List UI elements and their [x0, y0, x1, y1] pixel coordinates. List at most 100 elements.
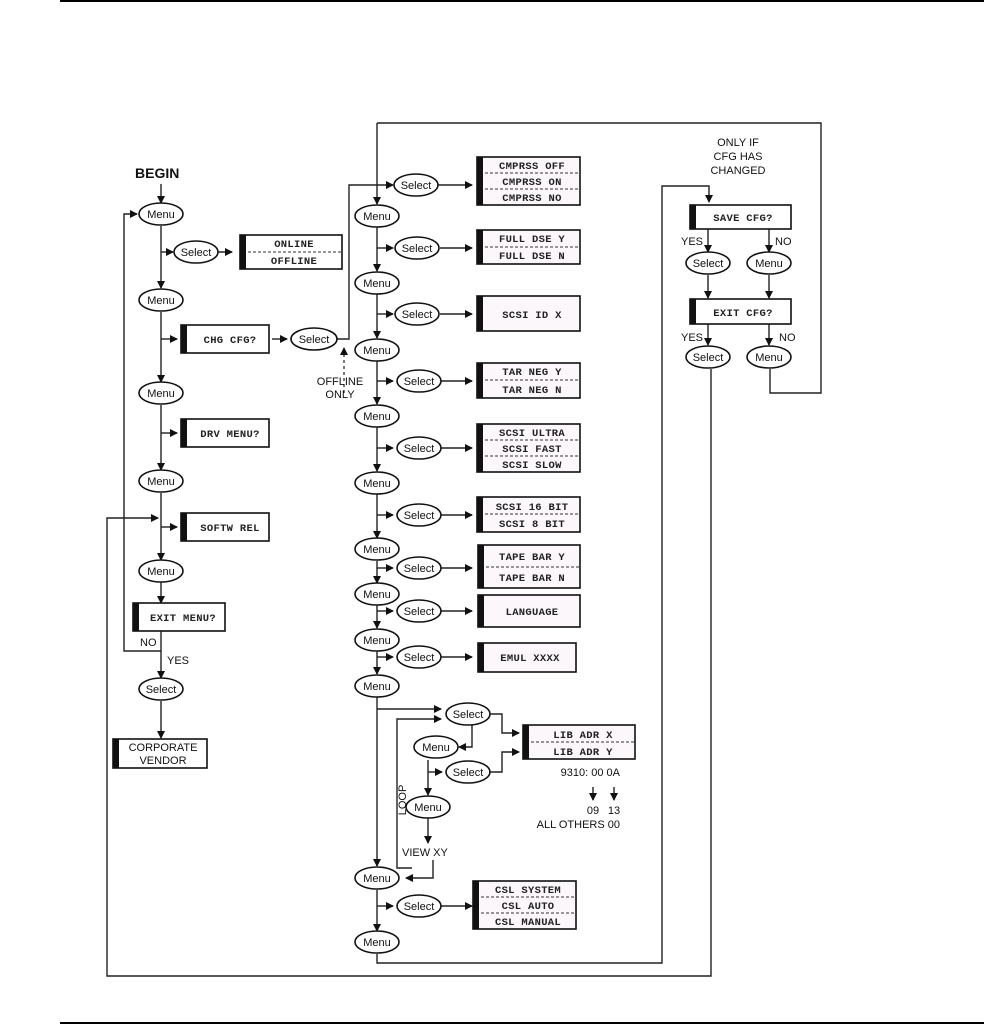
scsi-id-label: SCSI ID X — [502, 310, 562, 322]
left-menu-node-2[interactable]: Menu — [138, 288, 184, 312]
corporate-vendor-display: CORPORATE VENDOR — [112, 738, 208, 769]
left-menu-node-3[interactable]: Menu — [138, 381, 184, 405]
select-node-label: Select — [401, 180, 432, 192]
select-node-label: Select — [146, 684, 177, 696]
select-node-label: Select — [404, 606, 435, 618]
scsi-id-display: SCSI ID X — [476, 295, 581, 332]
option-scsi-slow: SCSI SLOW — [502, 460, 562, 472]
select-node-label: Select — [453, 767, 484, 779]
online-select-node[interactable]: Select — [173, 240, 219, 264]
menu-node-label: Menu — [363, 411, 391, 423]
save-yes-label: YES — [681, 236, 703, 248]
lib-note-line3: ALL OTHERS 00 — [537, 819, 620, 831]
emul-label: EMUL XXXX — [500, 653, 560, 665]
language-label: LANGUAGE — [506, 607, 559, 619]
option-csl-system: CSL SYSTEM — [495, 885, 561, 897]
vendor-label: VENDOR — [139, 755, 186, 767]
lib-menu-node-2[interactable]: Menu — [405, 795, 451, 819]
menu-node-label: Menu — [422, 742, 450, 754]
exit-menu-display: EXIT MENU? — [132, 602, 226, 632]
option-tar-neg-y: TAR NEG Y — [502, 367, 562, 379]
tar-neg-display: TAR NEG Y TAR NEG N — [476, 362, 581, 399]
emul-display: EMUL XXXX — [477, 642, 577, 673]
condition-line2: CFG HAS — [714, 151, 763, 163]
config-menu-node-9[interactable]: Menu — [354, 674, 400, 698]
compress-select-node[interactable]: Select — [393, 173, 439, 197]
config-menu-node-6[interactable]: Menu — [354, 537, 400, 561]
emul-select-node[interactable]: Select — [396, 645, 442, 669]
online-offline-display: ONLINE OFFLINE — [239, 234, 343, 270]
lib-menu-node-1[interactable]: Menu — [413, 735, 459, 759]
left-menu-node-5[interactable]: Menu — [138, 559, 184, 583]
drv-menu-label: DRV MENU? — [200, 429, 259, 441]
config-menu-node-8[interactable]: Menu — [354, 628, 400, 652]
csl-display: CSL SYSTEM CSL AUTO CSL MANUAL — [472, 880, 577, 930]
option-compress-off: CMPRSS OFF — [499, 161, 565, 173]
select-node-label: Select — [181, 247, 212, 259]
full-dse-select-node[interactable]: Select — [394, 236, 440, 260]
compress-display: CMPRSS OFF CMPRSS ON CMPRSS NO — [476, 156, 581, 206]
lib-adr-x-select-node[interactable]: Select — [445, 702, 491, 726]
select-node-label: Select — [693, 352, 724, 364]
exit-cfg-select-node[interactable]: Select — [685, 345, 731, 369]
scsi-width-select-node[interactable]: Select — [396, 503, 442, 527]
option-online: ONLINE — [274, 239, 314, 251]
config-menu-node-1[interactable]: Menu — [354, 204, 400, 228]
option-scsi-fast: SCSI FAST — [502, 444, 561, 456]
drv-menu-display: DRV MENU? — [180, 418, 270, 448]
option-offline: OFFLINE — [271, 256, 317, 268]
menu-node-label: Menu — [147, 295, 175, 307]
exit-cfg-display: EXIT CFG? — [689, 298, 792, 325]
select-node-label: Select — [299, 334, 330, 346]
tape-bar-display: TAPE BAR Y TAPE BAR N — [477, 544, 581, 589]
softw-rel-display: SOFTW REL — [180, 512, 270, 542]
exit-menu-yes-label: YES — [167, 655, 189, 667]
scsi-id-select-node[interactable]: Select — [394, 302, 440, 326]
connectors — [106, 122, 822, 977]
lib-adr-y-select-node[interactable]: Select — [445, 760, 491, 784]
left-menu-node-4[interactable]: Menu — [138, 469, 184, 493]
menu-node-label: Menu — [147, 476, 175, 488]
csl-select-node[interactable]: Select — [396, 894, 442, 918]
menu-node-label: Menu — [147, 388, 175, 400]
corporate-label: CORPORATE — [129, 742, 198, 754]
save-no-label: NO — [775, 236, 792, 248]
menu-node-label: Menu — [363, 211, 391, 223]
select-node-label: Select — [404, 652, 435, 664]
menu-node-label: Menu — [363, 635, 391, 647]
exit-cfg-menu-node[interactable]: Menu — [746, 345, 792, 369]
menu-node-label: Menu — [363, 544, 391, 556]
offline-only-line1: OFFLINE — [317, 376, 363, 388]
exit-no-label: NO — [779, 332, 796, 344]
left-menu-node-1[interactable]: Menu — [138, 202, 184, 226]
save-cfg-menu-node[interactable]: Menu — [746, 251, 792, 275]
config-menu-node-4[interactable]: Menu — [354, 404, 400, 428]
tape-bar-select-node[interactable]: Select — [396, 556, 442, 580]
config-menu-node-3[interactable]: Menu — [354, 338, 400, 362]
offline-only-line2: ONLY — [325, 389, 355, 401]
save-cfg-display: SAVE CFG? — [689, 204, 792, 230]
chg-cfg-display: CHG CFG? — [180, 324, 270, 354]
lib-note-value-a: 09 — [587, 805, 599, 817]
select-node-label: Select — [404, 563, 435, 575]
chg-cfg-select-node[interactable]: Select — [290, 327, 338, 351]
tar-neg-select-node[interactable]: Select — [396, 369, 442, 393]
exit-menu-select-node[interactable]: Select — [138, 677, 184, 701]
option-tape-bar-n: TAPE BAR N — [499, 573, 565, 585]
begin-label: BEGIN — [135, 165, 179, 181]
full-dse-display: FULL DSE Y FULL DSE N — [476, 229, 581, 265]
config-menu-node-2[interactable]: Menu — [354, 271, 400, 295]
condition-line1: ONLY IF — [717, 137, 759, 149]
save-cfg-label: SAVE CFG? — [713, 213, 772, 225]
option-csl-auto: CSL AUTO — [502, 901, 555, 913]
config-menu-node-11[interactable]: Menu — [354, 930, 400, 954]
save-cfg-select-node[interactable]: Select — [685, 251, 731, 275]
config-menu-node-5[interactable]: Menu — [354, 471, 400, 495]
scsi-speed-display: SCSI ULTRA SCSI FAST SCSI SLOW — [476, 423, 581, 473]
config-menu-node-10[interactable]: Menu — [354, 866, 400, 890]
config-menu-node-7[interactable]: Menu — [354, 582, 400, 606]
option-scsi-16-bit: SCSI 16 BIT — [496, 502, 569, 514]
scsi-speed-select-node[interactable]: Select — [396, 436, 442, 460]
language-select-node[interactable]: Select — [396, 599, 442, 623]
